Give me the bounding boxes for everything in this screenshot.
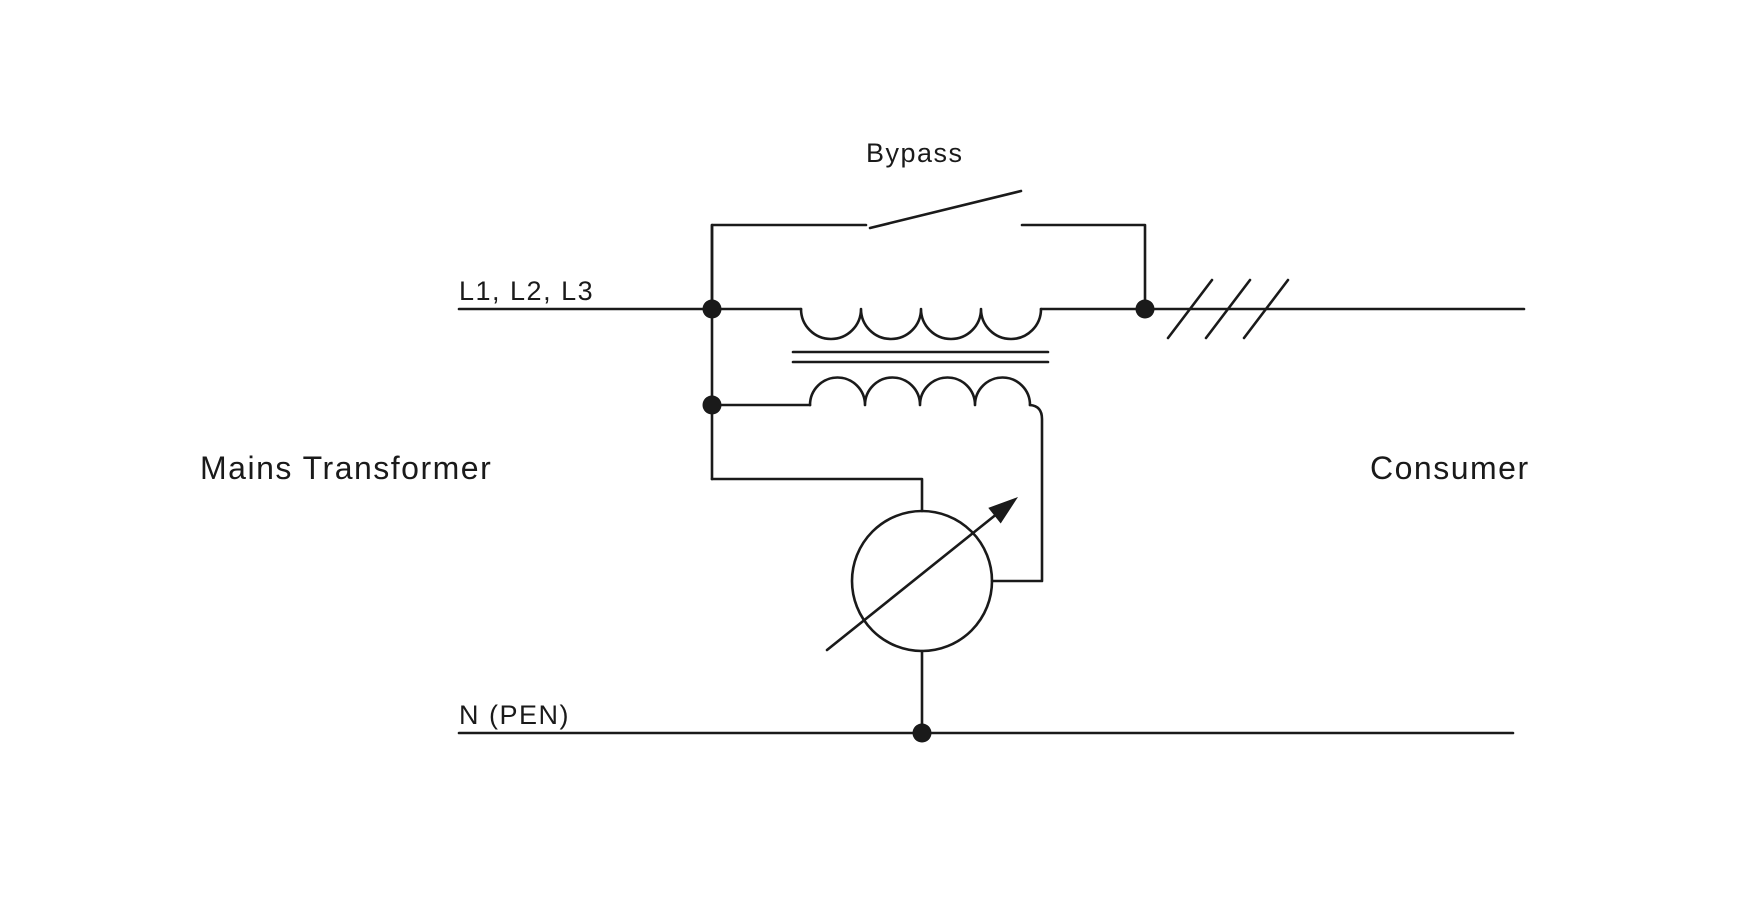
bypass-switch-blade xyxy=(868,189,1023,230)
neutral-label: N (PEN) xyxy=(459,700,570,730)
three-phase-slashes-icon xyxy=(1166,278,1290,340)
junction-dot-icon xyxy=(702,299,722,319)
bypass-right-lead xyxy=(1020,223,1147,311)
bypass-left-lead xyxy=(710,223,868,311)
transformer-core-icon xyxy=(791,350,1050,364)
consumer-label: Consumer xyxy=(1370,450,1530,486)
junction-dot-icon xyxy=(1135,299,1155,319)
regulator-arrow-shaft xyxy=(825,511,1000,652)
autotransformer xyxy=(710,307,1050,583)
autotransformer-primary-coil-icon xyxy=(799,307,1043,341)
bypass-switch-icon xyxy=(710,189,1147,311)
phase-slash-3 xyxy=(1242,278,1290,340)
regulator-circle xyxy=(850,509,994,653)
junction-dots xyxy=(702,299,1155,743)
bypass-label: Bypass xyxy=(866,138,964,168)
variable-regulator-icon xyxy=(825,497,1018,653)
autotransformer-secondary-coil-icon xyxy=(808,376,1032,407)
regulator-feed xyxy=(710,477,924,513)
secondary-right-drop xyxy=(990,403,1044,583)
phase-slash-2 xyxy=(1204,278,1252,340)
phase-slash-1 xyxy=(1166,278,1214,340)
junction-dot-icon xyxy=(912,723,932,743)
phases-label: L1, L2, L3 xyxy=(459,276,594,306)
junction-dot-icon xyxy=(702,395,722,415)
mains-transformer-label: Mains Transformer xyxy=(200,450,492,486)
regulator-arrow-head xyxy=(988,497,1018,524)
